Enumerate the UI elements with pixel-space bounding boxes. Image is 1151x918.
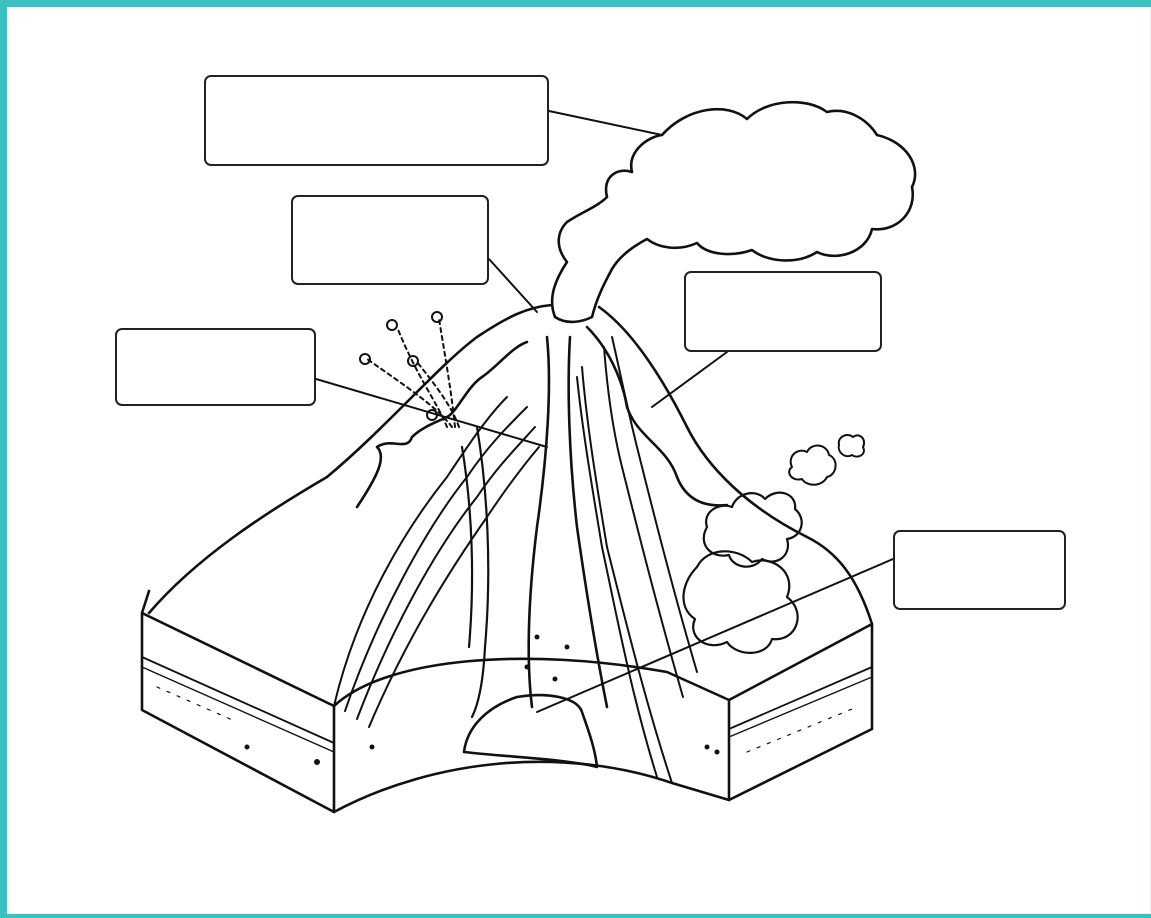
leader-line-ash-cloud xyxy=(549,111,662,135)
label-box-vent[interactable] xyxy=(115,328,316,406)
worksheet-page xyxy=(7,7,1151,914)
small-cloud-1 xyxy=(789,446,835,485)
leader-line-lava xyxy=(652,352,727,407)
leader-line-crater xyxy=(489,259,537,312)
label-box-lava-flow[interactable] xyxy=(684,271,882,352)
lava-flow-right xyxy=(587,327,727,505)
leader-line-magma xyxy=(537,559,893,712)
leader-line-vent xyxy=(316,379,547,447)
small-cloud-2 xyxy=(839,435,864,457)
volcanic-bombs xyxy=(360,312,459,427)
magma-chamber-outline xyxy=(464,695,597,767)
label-box-ash-cloud[interactable] xyxy=(204,75,549,166)
label-box-crater[interactable] xyxy=(291,195,489,285)
volcano-cross-section-diagram xyxy=(7,7,1151,914)
label-box-magma-chamber[interactable] xyxy=(893,530,1066,610)
